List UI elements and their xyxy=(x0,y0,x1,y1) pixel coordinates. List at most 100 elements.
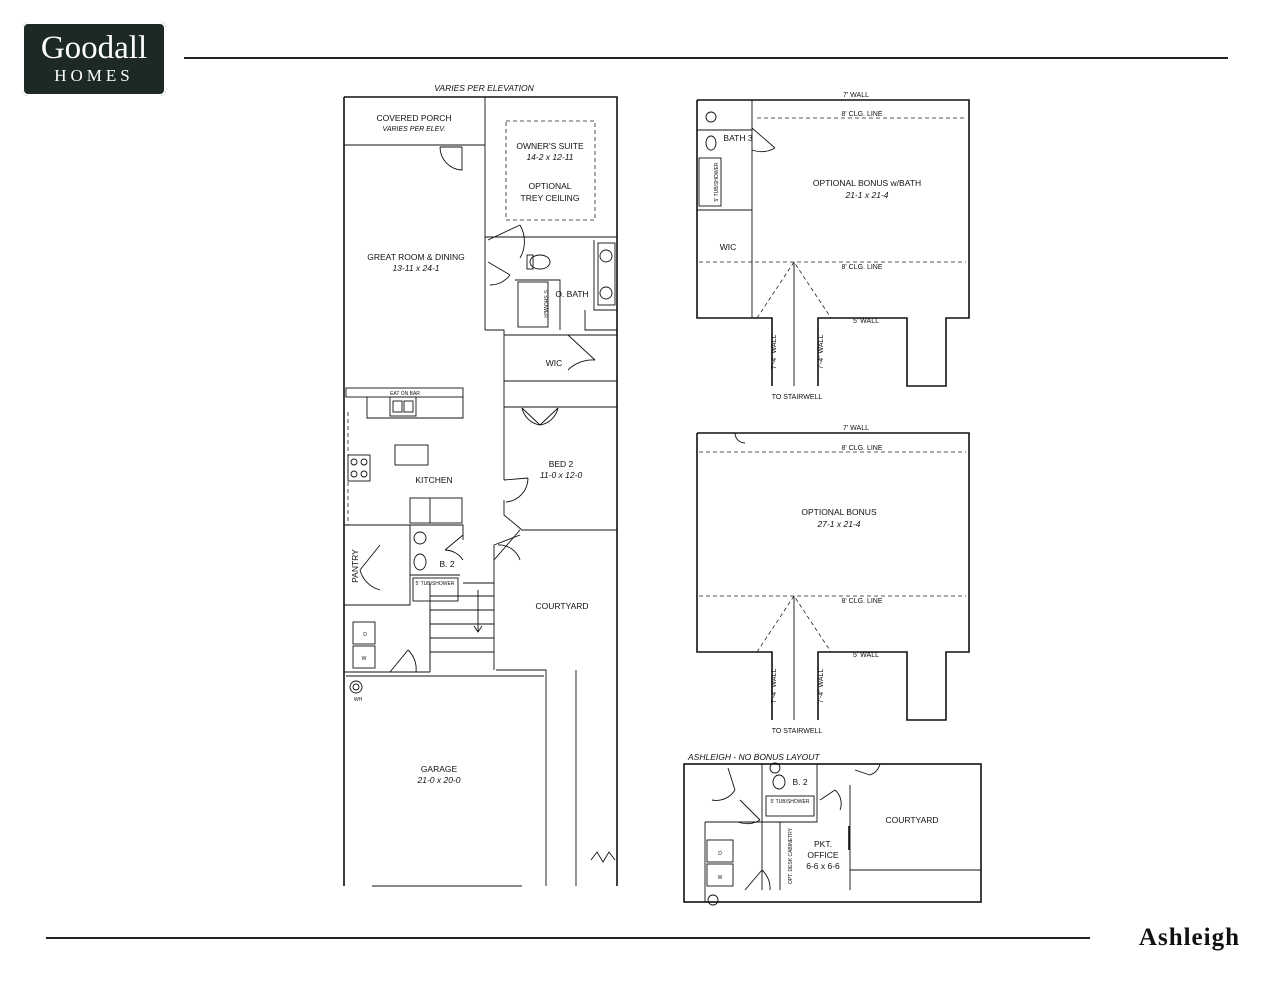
no-bonus-tub-label: 5' TUB/SHOWER xyxy=(771,799,810,805)
elevation-note: VARIES PER ELEVATION xyxy=(434,83,534,93)
bonus-bath-wic-label: WIC xyxy=(720,242,737,252)
no-bonus-doors xyxy=(711,767,761,825)
washer xyxy=(352,645,376,669)
kitchen-sink-basin-2 xyxy=(403,400,414,413)
garage-dim: 21-0 x 20-0 xyxy=(417,775,461,785)
bonus-bath-to-stairwell: TO STAIRWELL xyxy=(772,394,823,401)
no-bonus-hall-doors xyxy=(819,763,881,811)
goodall-homes-logo: Goodall HOMES xyxy=(22,22,166,96)
bed2-dim: 11-0 x 12-0 xyxy=(540,470,583,480)
garage-label: GARAGE xyxy=(421,764,458,774)
garage-entry-door xyxy=(389,649,417,673)
bonus-bath-74-wall-left: 7'-4" WALL xyxy=(771,335,778,370)
optional-label: OPTIONAL xyxy=(529,181,572,191)
dryer xyxy=(352,621,376,645)
wic-door-top xyxy=(487,261,511,286)
no-bonus-caption: ASHLEIGH - NO BONUS LAYOUT xyxy=(687,752,820,762)
bonus-clg-line-mid xyxy=(699,595,966,653)
o-bath-label: O. BATH xyxy=(555,289,588,299)
bonus-to-stairwell: TO STAIRWELL xyxy=(772,728,823,735)
bonus-bath-5ft-wall: 5' WALL xyxy=(853,318,879,325)
owners-sink-2-icon xyxy=(599,286,613,300)
no-bonus-office-label: OFFICE xyxy=(807,850,838,860)
courtyard-break-line xyxy=(590,851,616,863)
footer-rule xyxy=(46,937,1090,939)
b2-tub-label: 5' TUB/SHOWER xyxy=(416,581,455,587)
bed2-walls xyxy=(503,407,617,531)
water-heater-icon xyxy=(349,680,363,694)
owners-bath-walls xyxy=(485,240,617,407)
bonus-clg-mid-label: 8' CLG. LINE xyxy=(841,598,882,605)
owners-suite-label: OWNER'S SUITE xyxy=(516,141,584,151)
no-bonus-b2-label: B. 2 xyxy=(792,777,807,787)
bonus-bath-7ft-wall: 7' WALL xyxy=(843,92,869,99)
owners-suite-dim: 14-2 x 12-11 xyxy=(526,152,573,162)
burner-1-icon xyxy=(350,458,358,466)
no-bonus-garage-door xyxy=(744,869,771,891)
exterior-walls xyxy=(343,96,618,886)
bonus-corner-detail xyxy=(734,432,746,444)
laundry-walls xyxy=(344,605,431,673)
bonus-dim: 27-1 x 21-4 xyxy=(817,519,861,529)
shower-stall xyxy=(517,281,549,328)
bath3-door xyxy=(751,127,776,152)
bath3-sink-icon xyxy=(705,111,717,123)
bonus-plan: 7' WALL 8' CLG. LINE OPTIONAL BONUS 27-1… xyxy=(696,425,970,735)
trey-ceiling-label: TREY CEILING xyxy=(521,193,580,203)
no-bonus-dryer-label: D xyxy=(718,851,722,857)
kitchen-label: KITCHEN xyxy=(415,475,452,485)
no-bonus-pkt-label: PKT. xyxy=(814,839,832,849)
burner-4-icon xyxy=(360,470,368,478)
bonus-title: OPTIONAL BONUS xyxy=(801,507,877,517)
great-room-label: GREAT ROOM & DINING xyxy=(367,252,464,262)
no-bonus-courtyard-label: COURTYARD xyxy=(885,815,938,825)
bonus-bath-clg-top-label: 8' CLG. LINE xyxy=(841,111,882,118)
no-bonus-sink-icon xyxy=(769,762,781,774)
bath3-toilet-icon xyxy=(705,135,717,151)
bonus-bath-74-wall-right: 7'-4" WALL xyxy=(818,335,825,370)
bonus-74-wall-left: 7'-4" WALL xyxy=(771,669,778,704)
bonus-exterior xyxy=(696,432,970,721)
header-rule xyxy=(184,57,1228,59)
pantry-label: PANTRY xyxy=(350,549,360,583)
logo-brand-name: Goodall xyxy=(40,30,148,66)
range xyxy=(347,454,371,482)
no-bonus-washer-label: W xyxy=(718,875,723,881)
porch-walls xyxy=(344,97,486,330)
wic-door xyxy=(567,334,596,371)
trey-ceiling-outline xyxy=(505,120,596,221)
bonus-5ft-wall: 5' WALL xyxy=(853,652,879,659)
logo-brand-sub: HOMES xyxy=(54,66,134,85)
b2-label: B. 2 xyxy=(439,559,454,569)
garage-walls xyxy=(346,675,544,887)
owners-vanity xyxy=(597,242,616,306)
burner-3-icon xyxy=(350,470,358,478)
owners-toilet-tank xyxy=(526,254,534,270)
kitchen-sink-basin-1 xyxy=(392,400,403,413)
b2-door xyxy=(444,534,464,561)
no-bonus-water-heater-icon xyxy=(707,894,719,906)
no-bonus-tub xyxy=(765,795,815,817)
owners-sink-1-icon xyxy=(599,249,613,263)
stair-hall-door xyxy=(463,534,521,584)
bonus-bath-title: OPTIONAL BONUS w/BATH xyxy=(813,178,921,188)
water-heater-inner xyxy=(352,683,360,691)
washer-label: W xyxy=(362,656,367,662)
no-bonus-walls xyxy=(704,764,982,902)
bonus-bath-exterior xyxy=(696,99,970,387)
great-room-dim: 13-11 x 24-1 xyxy=(392,263,439,273)
stairs xyxy=(430,590,494,653)
b2-toilet-icon xyxy=(413,553,427,571)
eat-on-bar-label: EAT ON BAR xyxy=(390,391,420,397)
bath-door xyxy=(487,224,525,259)
bed2-door xyxy=(503,477,529,503)
b2-tub xyxy=(412,577,459,602)
wic-walls xyxy=(504,380,617,408)
shower-label: 5' SHOWER xyxy=(542,290,548,318)
fridge-pantry-block xyxy=(409,497,463,524)
no-bonus-toilet-icon xyxy=(772,774,786,790)
burner-2-icon xyxy=(360,458,368,466)
bath3-label: BATH 3 xyxy=(723,133,752,143)
wic-label: WIC xyxy=(546,358,563,368)
bath3-tub-label: 5' TUB/SHOWER xyxy=(714,162,720,201)
